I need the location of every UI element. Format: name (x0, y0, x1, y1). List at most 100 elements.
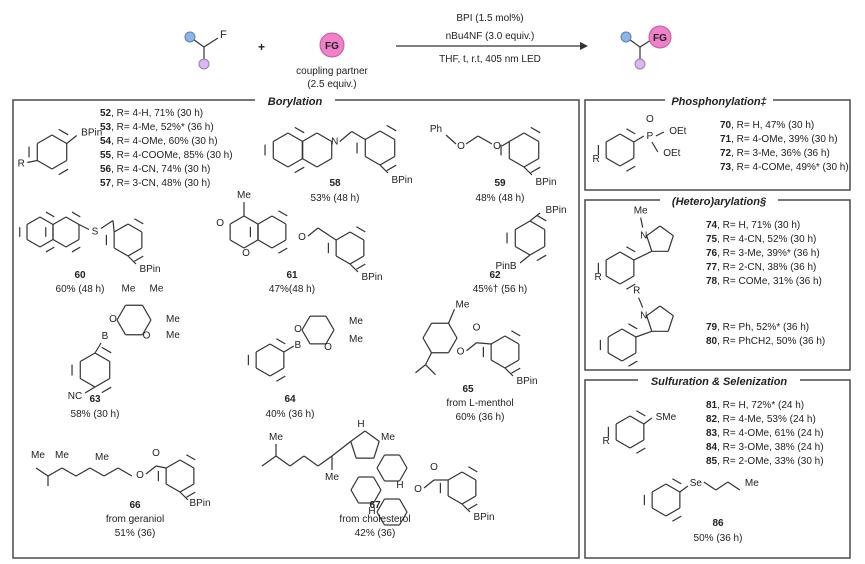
plus-sign: + (258, 40, 265, 54)
selenium-label: Se (690, 478, 703, 489)
ethoxy-label: OEt (669, 126, 686, 137)
oxygen-label: O (457, 347, 465, 358)
list-item: 53, R= 4-Me, 52%* (36 h) (100, 122, 214, 133)
sulfuration-title: Sulfuration & Selenization (651, 376, 788, 388)
compound-note: from geraniol (106, 514, 164, 525)
purple-group-icon (198, 58, 210, 70)
r-group-label: R (593, 154, 600, 165)
dioxaborinane-ring (301, 315, 335, 345)
bpin-label: BPin (189, 498, 210, 509)
benzene-ring (597, 246, 636, 290)
list-item: 79, R= Ph, 52%* (36 h) (706, 322, 809, 333)
phosphonylation-panel (584, 99, 851, 191)
fg-badge-icon (319, 32, 345, 58)
cyclohexane-ring (376, 454, 408, 482)
compound-yield: 42% (36) (355, 528, 396, 539)
compound-number: 65 (462, 384, 474, 395)
oxygen-label: O (493, 141, 501, 152)
compound-yield: 45%† (56 h) (473, 284, 527, 295)
compound-number: 61 (286, 270, 298, 281)
compound-yield: 47%(48 h) (269, 284, 315, 295)
pyranone-ring (229, 215, 259, 249)
benzene-ring (643, 478, 682, 522)
list-item: 57, R= 3-CN, 48% (30 h) (100, 178, 210, 189)
list-item: 52, R= 4-H, 71% (30 h) (100, 108, 203, 119)
bpin-label: BPin (545, 205, 566, 216)
r-group-label: R (603, 436, 610, 447)
compound-number: 62 (489, 270, 501, 281)
n-label: N (640, 231, 647, 242)
list-item: 81, R= H, 72%* (24 h) (706, 400, 804, 411)
bpin-label: BPin (516, 376, 537, 387)
compound-number: 59 (494, 178, 506, 189)
oxygen-label: O (414, 484, 422, 495)
dioxaborinane-ring (116, 304, 152, 336)
phosphorus-label: P (647, 131, 654, 142)
carbonyl-oxygen-label: O (216, 218, 224, 229)
borylation-title: Borylation (268, 96, 323, 108)
blue-group-icon (184, 31, 196, 43)
product-purple-group-icon (634, 58, 646, 70)
benzene-ring (482, 330, 521, 374)
cyclohexane-ring (350, 476, 382, 504)
compound-number: 66 (129, 500, 141, 511)
methyl-label: Me (381, 432, 395, 443)
compound-yield: 48% (48 h) (476, 193, 525, 204)
compound-yield: 60% (48 h) (56, 284, 105, 295)
carbonyl-oxygen-label: O (430, 462, 438, 473)
methyl-label: Me (55, 450, 69, 461)
benzene-ring (356, 124, 397, 172)
compound-number: 60 (74, 270, 86, 281)
compound-note: from L-menthol (446, 398, 513, 409)
h-label: H (368, 506, 375, 517)
bpin-label: BPin (391, 175, 412, 186)
r-group-label: R (633, 286, 640, 297)
n-label: N (640, 311, 647, 322)
boron-label: B (295, 340, 302, 351)
sulfuration-list: 81, R= H, 72%* (24 h) 82, R= 4-Me, 53% (… (694, 400, 824, 544)
fluoride-label: nBu4NF (3.0 equiv.) (446, 31, 535, 42)
phosphonylation-list: 70, R= H, 47% (30 h) 71, R= 4-OMe, 39% (… (720, 120, 849, 173)
list-item: 56, R= 4-CN, 74% (30 h) (100, 164, 210, 175)
list-item: 70, R= H, 47% (30 h) (720, 120, 814, 131)
oxygen-label: O (457, 141, 465, 152)
compound-yield: 51% (36) (115, 528, 156, 539)
bpin-label: BPin (81, 128, 102, 139)
list-item: 84, R= 3-OMe, 38% (24 h) (706, 442, 824, 453)
benzene-ring (597, 128, 636, 172)
list-item: 73, R= 4-COMe, 49%* (30 h) (720, 162, 849, 173)
list-item: 82, R= 4-Me, 53% (24 h) (706, 414, 816, 425)
list-item: 75, R= 4-CN, 52% (30 h) (706, 234, 816, 245)
methyl-label: Me (31, 450, 45, 461)
list-item: 83, R= 4-OMe, 61% (24 h) (706, 428, 824, 439)
benzene-ring (439, 466, 478, 510)
list-item: 72, R= 3-Me, 36% (36 h) (720, 148, 830, 159)
list-item: 54, R= 4-OMe, 60% (30 h) (100, 136, 218, 147)
arrow-head-icon (580, 42, 588, 50)
heteroarylation-title: (Hetero)arylation§ (672, 196, 767, 208)
methyl-label: Me (349, 334, 363, 345)
benzene-ring (105, 218, 144, 262)
pyrrole-ring (646, 225, 674, 252)
methyl-label: Me (150, 283, 164, 294)
bpin-label: BPin (361, 272, 382, 283)
phosphonylation-title: Phosphonylation‡ (671, 96, 767, 108)
oxygen-label: O (324, 342, 332, 353)
methyl-label: Me (166, 314, 180, 325)
fg-badge-label: FG (325, 41, 339, 52)
list-item: 55, R= 4-COOMe, 85% (30 h) (100, 150, 233, 161)
compound-number: 67 (369, 500, 381, 511)
oxygen-label: O (646, 114, 654, 125)
benzene-ring (249, 210, 288, 254)
list-item: 80, R= PhCH2, 50% (36 h) (706, 336, 825, 347)
list-item: 85, R= 2-OMe, 33% (30 h) (706, 456, 824, 467)
